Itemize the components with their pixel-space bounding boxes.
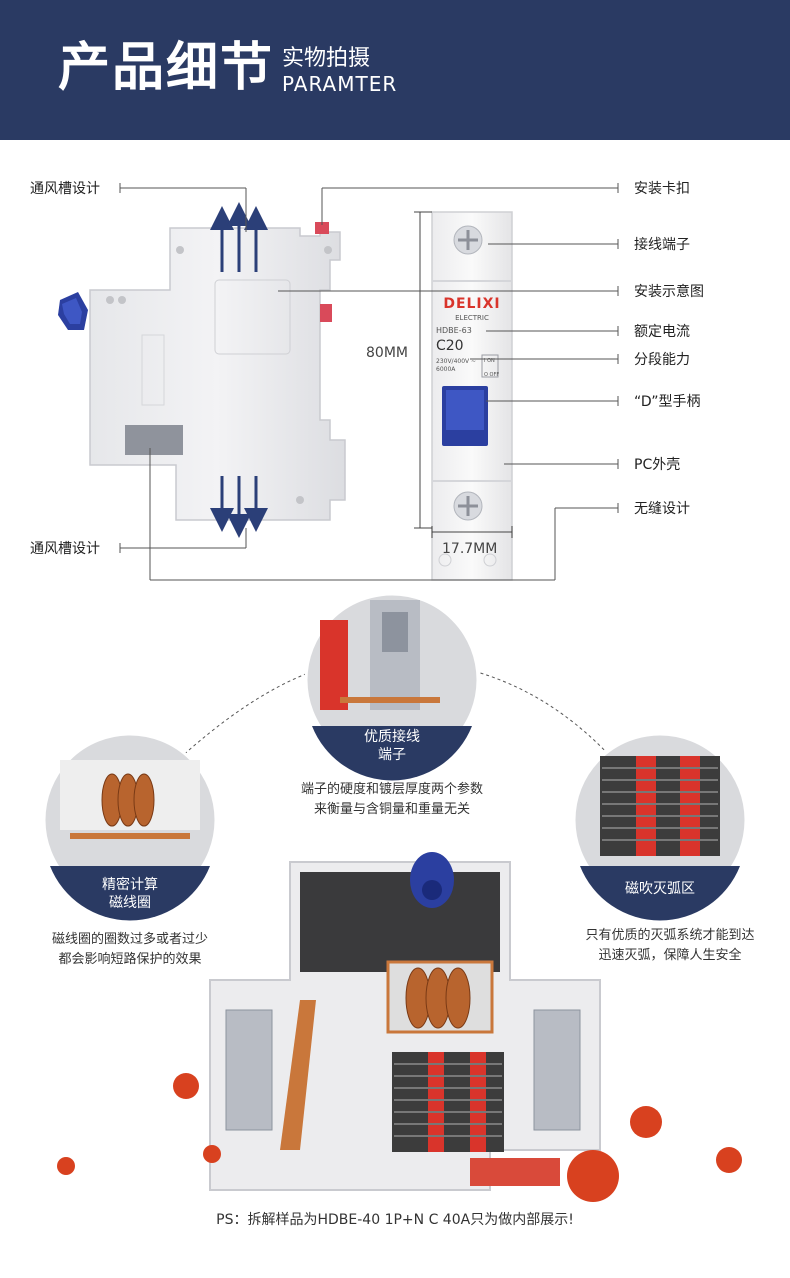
decorative-balls <box>57 1073 742 1202</box>
terminal-caption-line1: 优质接线 <box>364 729 420 745</box>
label-vent-top: 通风槽设计 <box>30 181 100 197</box>
label-terminal: 接线端子 <box>634 237 690 253</box>
leader-lines <box>119 183 619 581</box>
vent-arrows-down <box>210 476 268 538</box>
label-breaking-capacity: 分段能力 <box>634 352 690 368</box>
label-handle: “D”型手柄 <box>634 394 701 410</box>
page-title: 产品细节 <box>58 38 275 98</box>
page-subtitle-en: PARAMTER <box>282 72 398 96</box>
blue-lever-icon <box>58 292 88 330</box>
vent-arrows-up <box>210 202 268 272</box>
product-diagram <box>58 183 619 581</box>
product-on-label: I ON <box>484 358 495 364</box>
handle-knob-icon <box>410 852 454 908</box>
dimension-lines <box>414 211 513 538</box>
label-rated-current: 额定电流 <box>634 324 690 340</box>
product-model: HDBE-63 <box>436 326 472 335</box>
label-clip: 安装卡扣 <box>634 181 690 197</box>
disassembly-note: PS：拆解样品为HDBE-40 1P+N C 40A只为做内部展示! <box>216 1212 574 1228</box>
coil-desc-line2: 都会影响短路保护的效果 <box>58 952 202 967</box>
dimension-width: 17.7MM <box>442 541 498 557</box>
coil-caption-line2: 磁线圈 <box>109 895 151 911</box>
product-off-label: O OFF <box>484 372 500 378</box>
label-shell: PC外壳 <box>634 457 681 473</box>
arc-desc-line1: 只有优质的灭弧系统才能到达 <box>585 928 755 943</box>
red-clip-icon <box>315 222 329 234</box>
coil-desc-line1: 磁线圈的圈数过多或者过少 <box>51 932 208 947</box>
label-vent-bottom: 通风槽设计 <box>30 541 100 557</box>
coil-caption-line1: 精密计算 <box>102 877 158 893</box>
product-spec-line1: 230V/400V ~ <box>436 358 477 365</box>
product-rating: C20 <box>436 338 464 354</box>
label-install-diagram: 安装示意图 <box>634 284 704 300</box>
disassembled-breaker <box>209 852 601 1191</box>
terminal-desc-line2: 来衡量与含铜量和重量无关 <box>313 802 470 817</box>
terminal-desc-line1: 端子的硬度和镀层厚度两个参数 <box>300 782 483 797</box>
label-seamless: 无缝设计 <box>634 501 690 517</box>
product-brand-sub: ELECTRIC <box>455 314 489 322</box>
product-spec-line2: 6000A <box>436 366 456 373</box>
breaker-side-view <box>58 222 346 521</box>
page-subtitle-cn: 实物拍摄 <box>282 46 371 71</box>
terminal-caption-line2: 端子 <box>378 747 406 763</box>
breaker-front-view <box>431 211 513 581</box>
product-brand: DELIXI <box>443 296 501 312</box>
arc-caption-line1: 磁吹灭弧区 <box>625 881 695 897</box>
dimension-height: 80MM <box>366 345 408 361</box>
header-banner: 产品细节 实物拍摄 PARAMTER <box>0 0 790 140</box>
arc-desc-line2: 迅速灭弧，保障人生安全 <box>598 948 742 963</box>
